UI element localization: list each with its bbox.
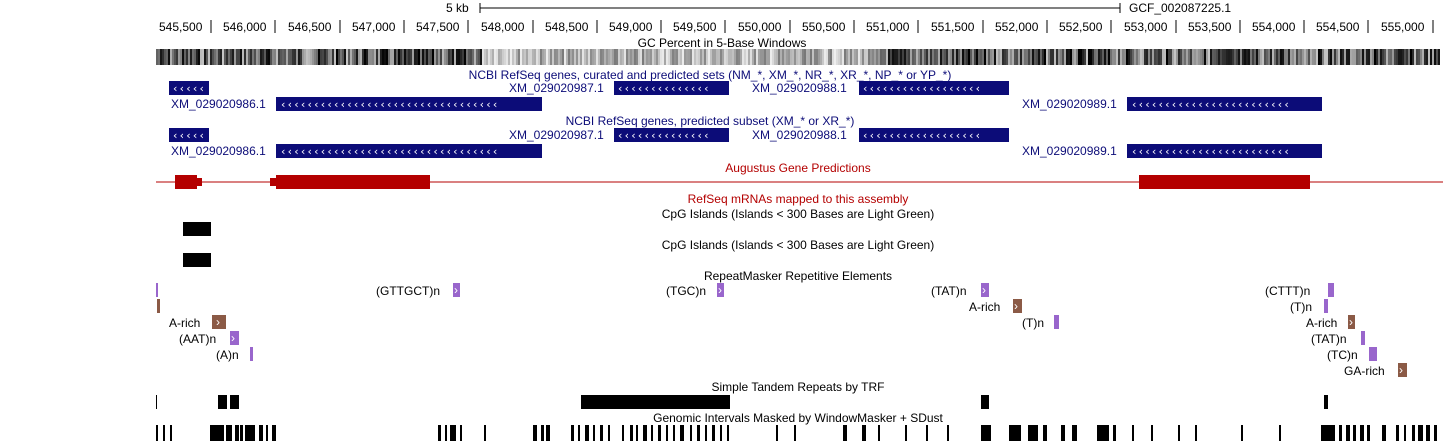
- gene-label-xm-029020989-pred[interactable]: XM_029020989.1: [1022, 144, 1117, 158]
- repeat-label-tat-2[interactable]: (TAT)n: [1311, 332, 1347, 346]
- repeat-label-tgc[interactable]: (TGC)n: [666, 284, 706, 298]
- svg-text:›: ›: [982, 283, 986, 297]
- svg-text:›: ›: [216, 315, 220, 329]
- gene-xm-029020987: [614, 81, 729, 95]
- ruler-tick-label: 551,000: [866, 20, 910, 34]
- svg-text:‹‹‹‹‹‹‹‹‹‹‹‹‹‹‹‹‹‹‹‹‹‹‹‹: ‹‹‹‹‹‹‹‹‹‹‹‹‹‹‹‹‹‹‹‹‹‹‹‹: [1131, 145, 1290, 158]
- ruler-tick-label: 546,500: [288, 20, 332, 34]
- augustus-track[interactable]: [0, 174, 1443, 192]
- svg-text:›: ›: [1349, 315, 1353, 329]
- ruler-tick-label: 552,000: [995, 20, 1039, 34]
- refseq-predicted-track[interactable]: ‹‹‹‹‹ ‹‹‹‹‹‹‹‹‹‹‹‹‹‹‹‹‹‹‹‹‹‹‹‹‹‹‹‹‹‹‹‹‹ …: [0, 127, 1443, 161]
- gene-label-xm-029020988-pred[interactable]: XM_029020988.1: [752, 128, 847, 142]
- cpg-track-2[interactable]: [0, 252, 1443, 268]
- ruler-tick-label: 554,000: [1252, 20, 1296, 34]
- repeat-label-a-rich-3[interactable]: A-rich: [1306, 316, 1338, 330]
- svg-text:‹‹‹‹‹‹‹‹‹‹‹‹‹‹: ‹‹‹‹‹‹‹‹‹‹‹‹‹‹: [617, 82, 710, 95]
- refseq-all-track[interactable]: ‹‹‹‹‹ ‹‹‹‹‹‹‹‹‹‹‹‹‹‹‹‹‹‹‹‹‹‹‹‹‹‹‹‹‹‹‹‹‹ …: [0, 80, 1443, 114]
- gene-xm-029020988: [859, 81, 1009, 95]
- track-title-augustus[interactable]: Augustus Gene Predictions: [725, 161, 871, 175]
- gene-label-xm-029020986-pred[interactable]: XM_029020986.1: [171, 144, 266, 158]
- track-title-refseq-predicted[interactable]: NCBI RefSeq genes, predicted subset (XM_…: [565, 114, 855, 128]
- gene-label-xm-029020987-pred[interactable]: XM_029020987.1: [509, 128, 604, 142]
- cpg-track-1[interactable]: [0, 221, 1443, 237]
- gene-label-xm-029020989[interactable]: XM_029020989.1: [1022, 97, 1117, 111]
- svg-text:›: ›: [718, 283, 722, 297]
- ruler-tick-label: 549,000: [609, 20, 653, 34]
- svg-text:›: ›: [454, 283, 458, 297]
- ruler-tick-label: 548,500: [545, 20, 589, 34]
- svg-text:‹‹‹‹‹‹‹‹‹‹‹‹‹‹‹‹‹‹‹‹‹‹‹‹: ‹‹‹‹‹‹‹‹‹‹‹‹‹‹‹‹‹‹‹‹‹‹‹‹: [1131, 98, 1290, 111]
- svg-text:‹‹‹‹‹: ‹‹‹‹‹: [172, 129, 205, 142]
- track-title-gc-percent[interactable]: GC Percent in 5-Base Windows: [637, 36, 807, 50]
- ruler-tick-label: 552,500: [1059, 20, 1103, 34]
- base-position-ruler: [210, 3, 1434, 33]
- repeat-label-cttt[interactable]: (CTTT)n: [1265, 284, 1311, 298]
- gc-percent-wiggle[interactable]: [0, 49, 1443, 65]
- ruler-tick-label: 550,500: [802, 20, 846, 34]
- track-title-trf[interactable]: Simple Tandem Repeats by TRF: [711, 380, 885, 394]
- ruler-tick-label: 553,500: [1188, 20, 1232, 34]
- assembly-label: GCF_002087225.1: [1129, 1, 1232, 15]
- repeat-label-ga-rich[interactable]: GA-rich: [1344, 364, 1385, 378]
- ruler-tick-label: 547,000: [352, 20, 396, 34]
- track-title-windowmasker[interactable]: Genomic Intervals Masked by WindowMasker…: [653, 411, 943, 425]
- gene-label-xm-029020987[interactable]: XM_029020987.1: [509, 81, 604, 95]
- ruler-tick-label: 554,500: [1316, 20, 1360, 34]
- ruler-tick-label: 555,000: [1381, 20, 1425, 34]
- ruler-tick-label: 548,000: [481, 20, 525, 34]
- gene-label-xm-029020988[interactable]: XM_029020988.1: [752, 81, 847, 95]
- ruler-tick-label: 546,000: [223, 20, 267, 34]
- ruler-tick-label: 547,500: [416, 20, 460, 34]
- track-title-refseq-mrna[interactable]: RefSeq mRNAs mapped to this assembly: [687, 192, 909, 206]
- repeat-label-t-2[interactable]: (T)n: [1022, 316, 1044, 330]
- repeat-label-tat-1[interactable]: (TAT)n: [931, 284, 967, 298]
- svg-text:‹‹‹‹‹‹‹‹‹‹‹‹‹‹: ‹‹‹‹‹‹‹‹‹‹‹‹‹‹: [617, 129, 710, 142]
- gene-xm-029020986-exon: [169, 81, 209, 95]
- track-title-refseq-all[interactable]: NCBI RefSeq genes, curated and predicted…: [468, 68, 952, 82]
- ruler-tick-label: 550,000: [738, 20, 782, 34]
- repeat-label-a[interactable]: (A)n: [216, 348, 239, 362]
- gene-xm-029020989: [1127, 97, 1322, 111]
- svg-text:‹‹‹‹‹‹‹‹‹‹‹‹‹‹‹‹‹‹‹‹‹‹‹‹‹‹‹‹‹‹: ‹‹‹‹‹‹‹‹‹‹‹‹‹‹‹‹‹‹‹‹‹‹‹‹‹‹‹‹‹‹‹‹‹: [280, 145, 499, 158]
- windowmasker-track[interactable]: [0, 425, 1443, 441]
- repeatmasker-track[interactable]: › › › › › › › ›: [0, 282, 1443, 378]
- gene-xm-029020986-body: [276, 97, 542, 111]
- svg-text:‹‹‹‹‹‹‹‹‹‹‹‹‹‹‹‹‹‹: ‹‹‹‹‹‹‹‹‹‹‹‹‹‹‹‹‹‹: [862, 82, 981, 95]
- ruler-tick-label: 551,500: [931, 20, 975, 34]
- ruler-tick-label: 553,000: [1124, 20, 1168, 34]
- scale-label: 5 kb: [446, 1, 469, 15]
- ruler-tick-label: 549,500: [673, 20, 717, 34]
- repeat-label-aat[interactable]: (AAT)n: [179, 332, 217, 346]
- svg-text:›: ›: [1014, 299, 1018, 313]
- track-title-repeatmasker[interactable]: RepeatMasker Repetitive Elements: [703, 269, 893, 283]
- repeat-label-gttgct[interactable]: (GTTGCT)n: [376, 284, 440, 298]
- repeat-label-tc[interactable]: (TC)n: [1327, 348, 1358, 362]
- trf-track[interactable]: [0, 394, 1443, 410]
- gene-label-xm-029020986[interactable]: XM_029020986.1: [171, 97, 266, 111]
- track-title-cpg-1[interactable]: CpG Islands (Islands < 300 Bases are Lig…: [661, 207, 935, 221]
- svg-text:‹‹‹‹‹‹‹‹‹‹‹‹‹‹‹‹‹‹‹‹‹‹‹‹‹‹‹‹‹‹: ‹‹‹‹‹‹‹‹‹‹‹‹‹‹‹‹‹‹‹‹‹‹‹‹‹‹‹‹‹‹‹‹‹: [280, 98, 499, 111]
- ruler-tick-label: 545,500: [159, 20, 203, 34]
- repeat-label-a-rich-2[interactable]: A-rich: [169, 316, 201, 330]
- svg-text:›: ›: [231, 331, 235, 345]
- svg-text:‹‹‹‹‹: ‹‹‹‹‹: [172, 82, 205, 95]
- repeat-label-a-rich-1[interactable]: A-rich: [969, 300, 1001, 314]
- svg-text:›: ›: [1399, 363, 1403, 377]
- repeat-label-t-1[interactable]: (T)n: [1290, 300, 1312, 314]
- svg-text:‹‹‹‹‹‹‹‹‹‹‹‹‹‹‹‹‹‹: ‹‹‹‹‹‹‹‹‹‹‹‹‹‹‹‹‹‹: [862, 129, 981, 142]
- track-title-cpg-2[interactable]: CpG Islands (Islands < 300 Bases are Lig…: [661, 238, 935, 252]
